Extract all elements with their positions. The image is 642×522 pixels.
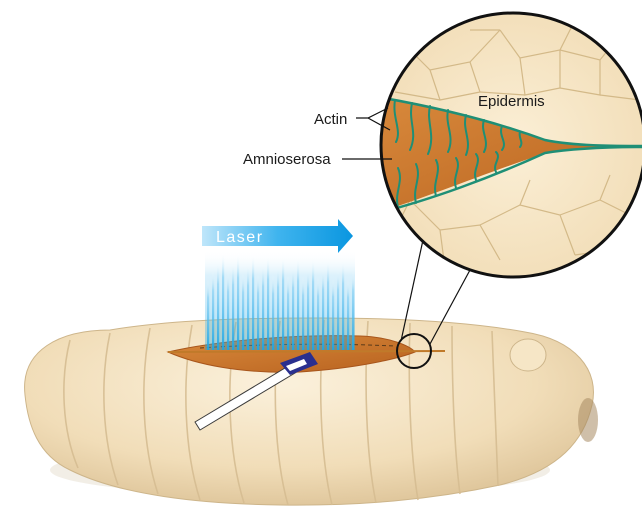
laser-beam-streak: [237, 254, 239, 350]
laser-beam-streak: [342, 261, 344, 350]
laser-beam-streak: [352, 271, 354, 350]
laser-beam-streak: [242, 273, 244, 350]
laser-beam-streak: [297, 258, 299, 350]
laser-beam-streak: [262, 265, 264, 350]
label-epidermis: Epidermis: [478, 93, 545, 110]
embryo-head-dark: [578, 398, 598, 442]
embryo-leading-edge: [168, 351, 445, 352]
laser-beam-streak: [232, 263, 234, 350]
laser-beam-streak: [302, 277, 304, 350]
laser-label: Laser: [216, 229, 264, 246]
laser-beam-streak: [267, 256, 269, 350]
label-amnioserosa: Amnioserosa: [243, 151, 331, 168]
laser-beam-streak: [247, 264, 249, 350]
laser-beam-streak: [332, 279, 334, 350]
zoom-inset: [370, 13, 642, 277]
laser-beam-streak: [207, 280, 209, 350]
laser-beam-streak: [222, 253, 224, 350]
laser-beam-streak: [292, 267, 294, 350]
laser-beam: [205, 250, 355, 350]
laser-beam-streak: [282, 257, 284, 350]
laser-beam-streak: [227, 272, 229, 350]
label-actin: Actin: [314, 111, 347, 128]
embryo-head-knob: [510, 339, 546, 371]
laser-beam-streak: [312, 259, 314, 350]
laser-beam-streak: [347, 280, 349, 350]
laser-beam-streak: [277, 266, 279, 350]
laser-beam-streak: [212, 271, 214, 350]
laser-beam-streak: [257, 274, 259, 350]
laser-beam-streak: [327, 260, 329, 350]
laser-beam-streak: [252, 255, 254, 350]
laser-beam-streak: [317, 278, 319, 350]
laser-beam-streak: [217, 262, 219, 350]
laser-beam-streak: [307, 268, 309, 350]
laser-beam-streak: [287, 276, 289, 350]
laser-beam-streak: [322, 269, 324, 350]
laser: Laser: [202, 219, 355, 350]
laser-beam-streak: [337, 270, 339, 350]
laser-beam-streak: [272, 275, 274, 350]
